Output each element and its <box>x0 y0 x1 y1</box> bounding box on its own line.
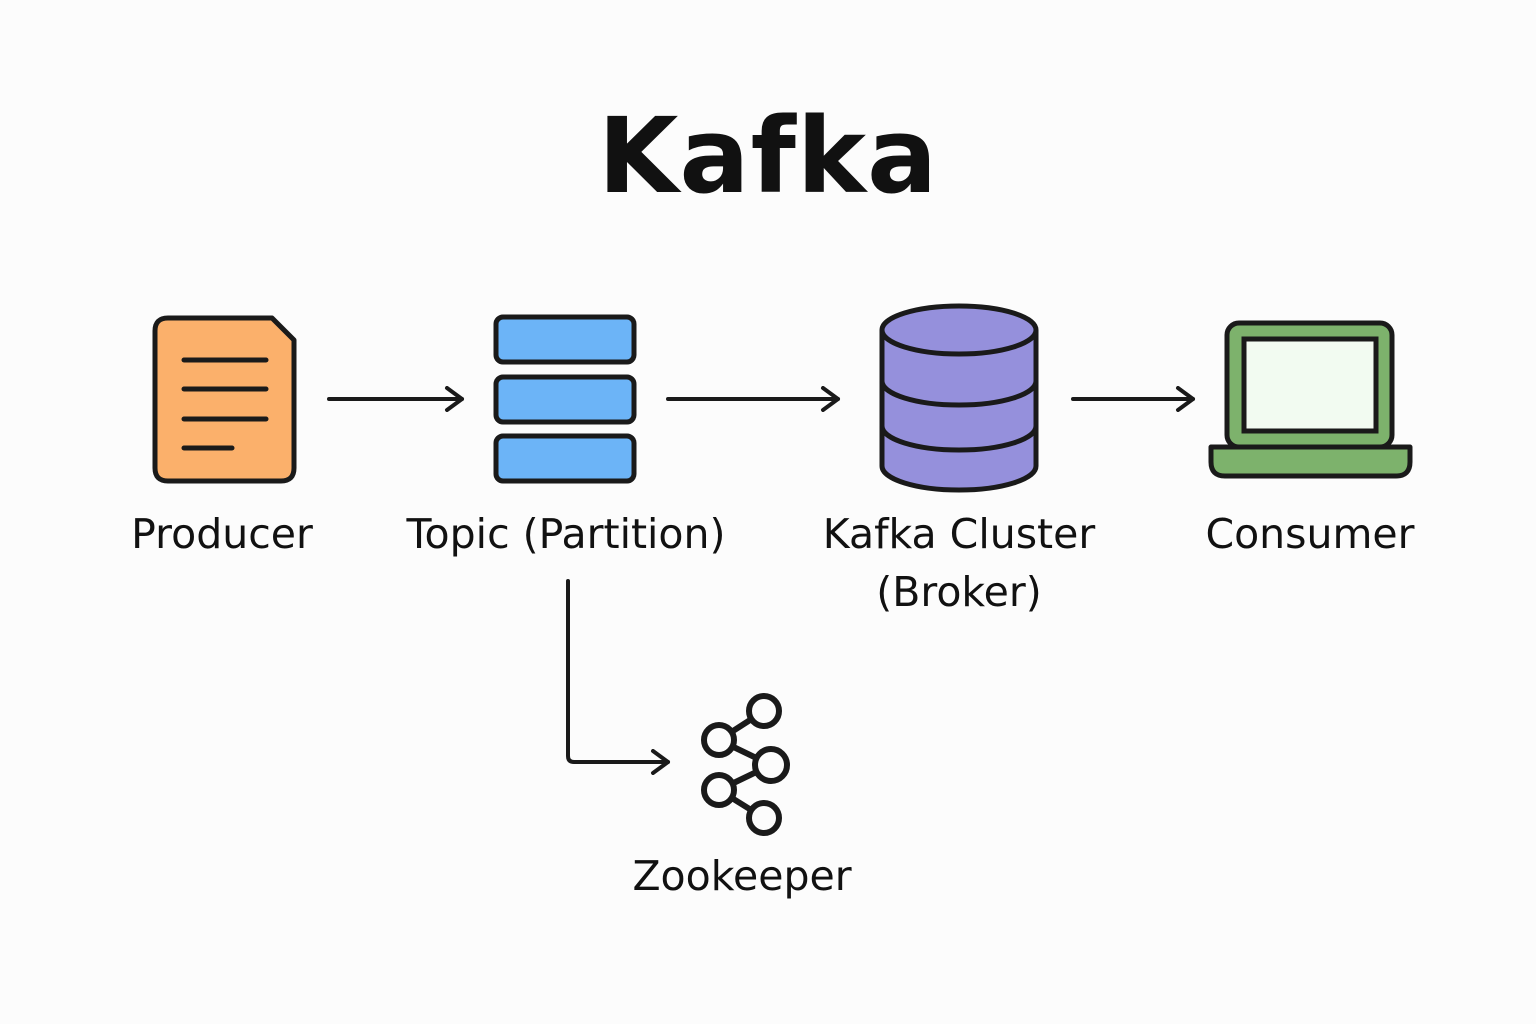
node-graph-icon <box>701 693 790 836</box>
zookeeper-label: Zookeeper <box>632 852 852 900</box>
arrow-topic-to-zookeeper <box>566 579 670 775</box>
consumer-label: Consumer <box>1205 510 1415 558</box>
topic-label: Topic (Partition) <box>406 510 726 558</box>
document-icon <box>152 315 297 484</box>
partition-stack-icon <box>493 314 637 484</box>
laptop-icon <box>1208 320 1413 479</box>
diagram-title: Kafka <box>597 95 939 217</box>
cluster-label-line-2: (Broker) <box>876 568 1042 616</box>
producer-label: Producer <box>131 510 313 558</box>
cluster-label: Kafka Cluster (Broker) <box>799 505 1119 621</box>
database-icon <box>879 303 1039 493</box>
cluster-label-line-1: Kafka Cluster <box>822 510 1096 558</box>
